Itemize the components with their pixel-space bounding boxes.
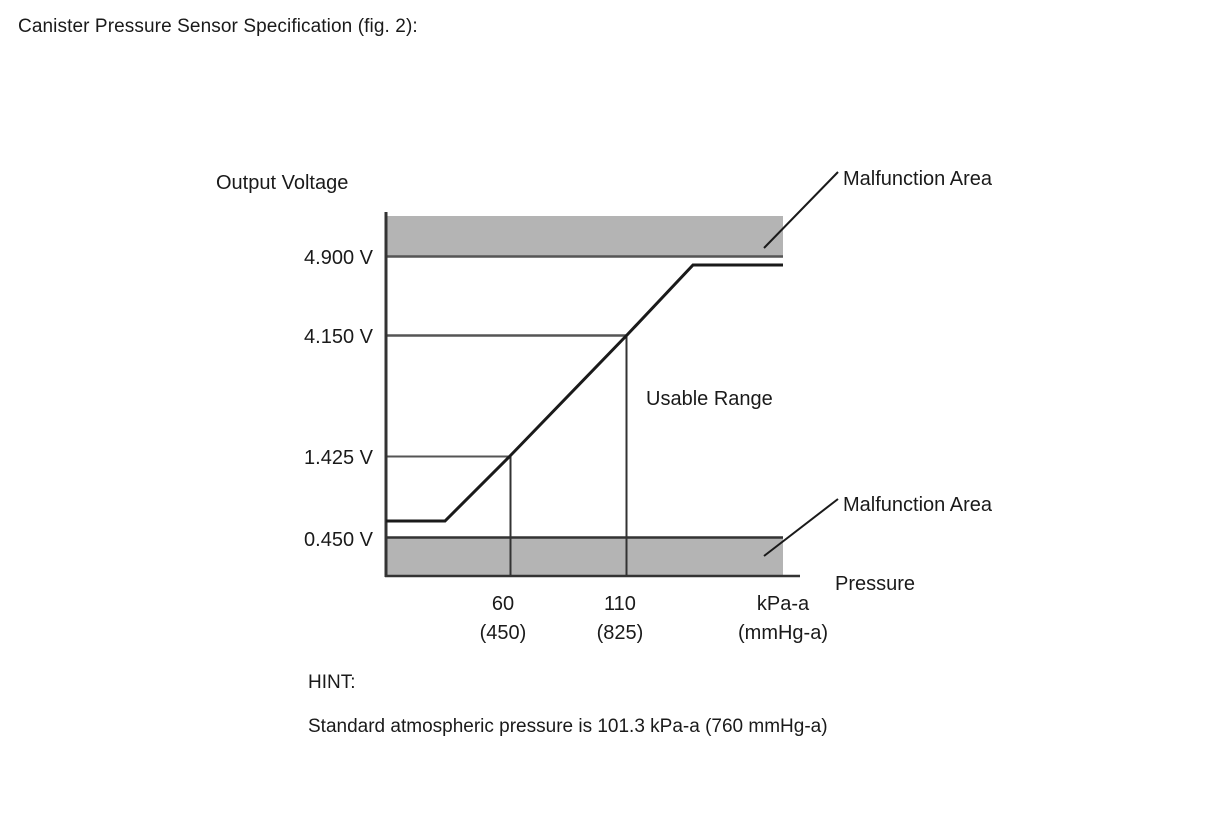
x-tick-label-60-secondary: (450) (480, 622, 527, 644)
sensor-transfer-curve (386, 263, 783, 523)
annotation-usable-range: Usable Range (646, 388, 773, 410)
page-title: Canister Pressure Sensor Specification (… (18, 16, 418, 37)
x-unit-label-secondary: (mmHg-a) (738, 622, 828, 644)
leader-line-malfunction-upper (763, 171, 839, 249)
y-axis-title: Output Voltage (216, 172, 348, 194)
y-tick-label-4900v: 4.900 V (304, 247, 374, 269)
hint-label: HINT: (308, 672, 356, 693)
hint-block: HINT: Standard atmospheric pressure is 1… (308, 672, 828, 738)
x-unit-label-primary: kPa-a (757, 593, 810, 615)
annotation-malfunction-upper: Malfunction Area (843, 168, 993, 190)
annotation-malfunction-lower: Malfunction Area (843, 494, 993, 516)
leader-line-malfunction-lower (763, 498, 839, 557)
y-tick-label-4150v: 4.150 V (304, 326, 374, 348)
hint-text: Standard atmospheric pressure is 101.3 k… (308, 716, 828, 737)
x-axis-title: Pressure (835, 573, 915, 595)
x-tick-label-110-primary: 110 (604, 593, 636, 615)
x-tick-label-110-secondary: (825) (597, 622, 644, 644)
malfunction-band-upper (385, 216, 783, 256)
malfunction-band-lower (385, 537, 783, 576)
y-tick-label-0450v: 0.450 V (304, 529, 374, 551)
x-tick-label-60-primary: 60 (492, 593, 514, 615)
y-tick-label-1425v: 1.425 V (304, 447, 374, 469)
